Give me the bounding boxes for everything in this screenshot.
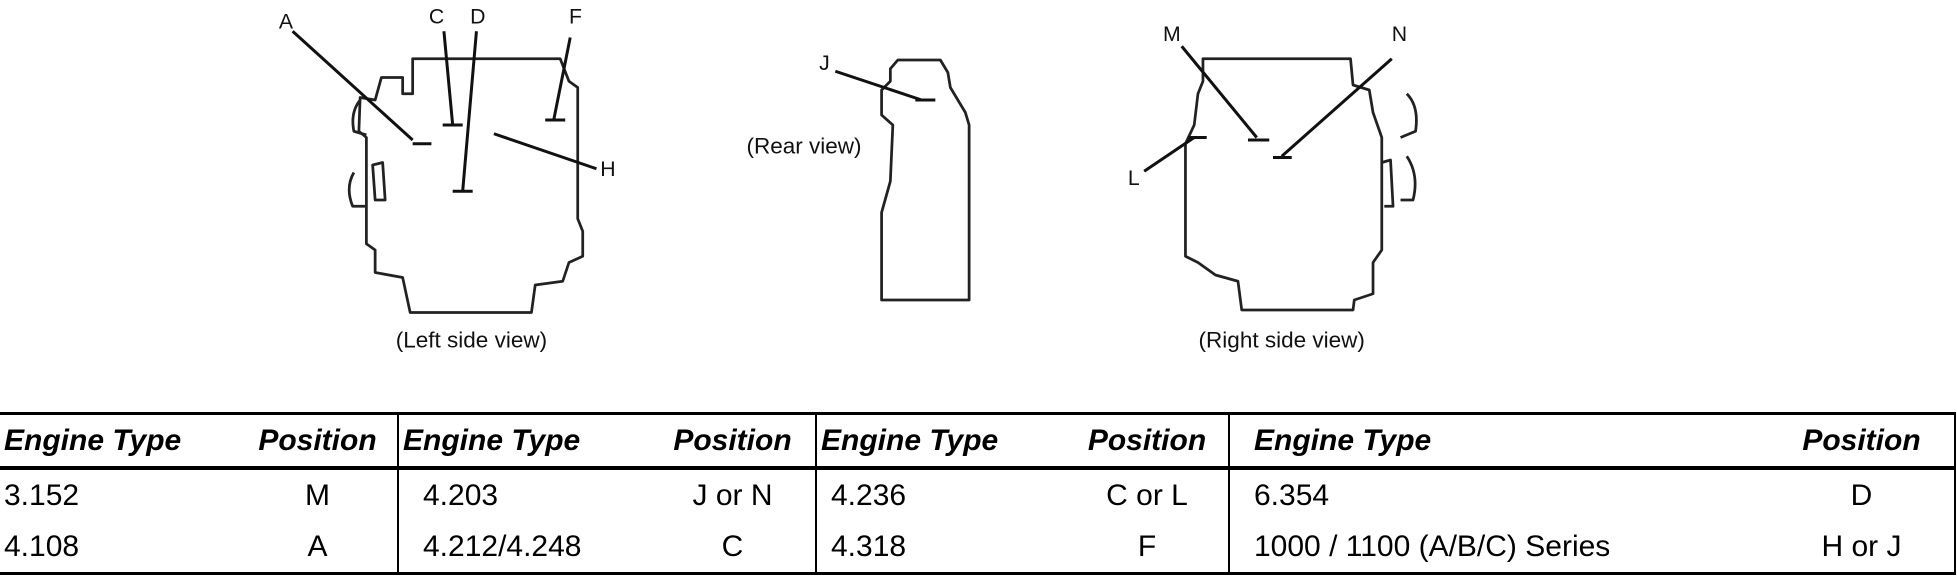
label-f: F — [569, 5, 582, 29]
header-position: Position — [1066, 413, 1229, 470]
label-m: M — [1163, 22, 1181, 46]
position-cell: F — [1137, 529, 1157, 563]
label-j: J — [819, 51, 830, 75]
table-row: 3.152 M 4.203 J or N 4.236 C or L 6.354 … — [0, 468, 1955, 521]
leader-n — [1272, 57, 1393, 159]
label-n: N — [1392, 22, 1407, 46]
label-l: L — [1128, 166, 1140, 190]
engine-type-cell: 6.354 — [1228, 468, 1769, 521]
position-cell: M — [305, 478, 330, 512]
header-engine-type: Engine Type — [397, 413, 650, 470]
leader-f — [545, 37, 572, 122]
caption-left-side-view: (Left side view) — [396, 328, 547, 353]
left-side-view: A C D F H (Left side view) — [279, 5, 616, 353]
engine-type-cell: 4.236 — [815, 468, 1066, 521]
leader-j — [834, 69, 936, 102]
table-header-row: Engine Type Position Engine Type Positio… — [0, 413, 1955, 470]
position-cell: H or J — [1821, 529, 1902, 563]
caption-rear-view: (Rear view) — [747, 134, 862, 159]
label-a: A — [279, 10, 294, 34]
left-engine-outline — [357, 57, 585, 314]
engine-type-cell: 4.318 — [815, 521, 1066, 574]
engine-position-table: Engine Type Position Engine Type Positio… — [0, 412, 1956, 575]
header-engine-type: Engine Type — [815, 413, 1066, 470]
label-c: C — [429, 5, 444, 29]
leader-h — [493, 132, 597, 171]
engine-type-cell: 4.212/4.248 — [397, 521, 650, 574]
right-side-view: M N L (Right side view) — [1128, 22, 1418, 353]
engine-type-cell: 3.152 — [4, 478, 80, 512]
rear-view: J (Rear view) — [747, 51, 971, 302]
right-engine-pulley — [1381, 92, 1418, 208]
position-cell: A — [307, 529, 328, 563]
header-engine-type: Engine Type — [0, 413, 238, 470]
engine-type-cell: 4.108 — [4, 529, 80, 563]
leader-c — [442, 31, 463, 127]
label-d: D — [470, 5, 485, 29]
rear-engine-outline — [880, 58, 971, 302]
engine-type-cell: 1000 / 1100 (A/B/C) Series — [1228, 521, 1769, 574]
caption-right-side-view: (Right side view) — [1199, 328, 1365, 353]
engine-position-diagram: A C D F H (Left side view) J (Rear view)… — [279, 5, 1418, 353]
leader-a — [291, 30, 432, 146]
header-position: Position — [1769, 413, 1955, 470]
leader-d — [452, 31, 478, 193]
header-position: Position — [650, 413, 816, 470]
label-h: H — [600, 157, 615, 181]
header-position: Position — [238, 413, 398, 470]
leader-l — [1143, 136, 1207, 173]
position-cell: C or L — [1106, 478, 1188, 512]
position-cell: D — [1850, 478, 1873, 512]
position-cell: J or N — [692, 478, 773, 512]
engine-type-cell: 4.203 — [397, 468, 650, 521]
leader-m — [1180, 45, 1270, 142]
position-cell: C — [721, 529, 744, 563]
right-engine-outline — [1184, 57, 1384, 312]
header-engine-type: Engine Type — [1228, 413, 1769, 470]
table-row: 4.108 A 4.212/4.248 C 4.318 F 1000 / 110… — [0, 521, 1955, 574]
left-engine-pulley — [347, 99, 387, 208]
